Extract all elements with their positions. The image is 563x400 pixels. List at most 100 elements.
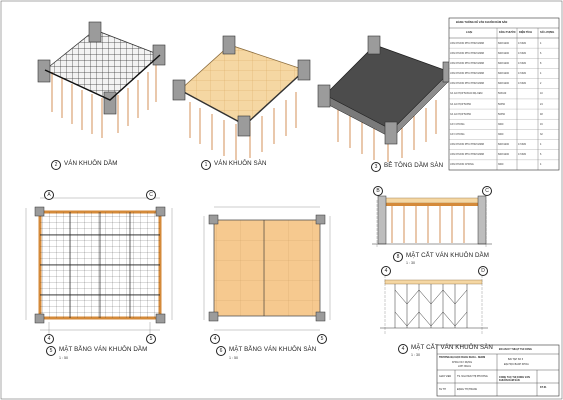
schedule-cell: 0.72M2 [518,82,526,86]
grid-bubble-sec-b: B [373,186,383,196]
view-scale-section-beam: 1 : 30 [406,261,415,265]
view-number-formwork-beam: 2 [51,160,61,170]
tb-project: ĐỒ ÁN KỸ THUẬT THI CÔNG [499,348,532,351]
view-title-concrete: BÊ TÔNG DẦM SÀN [384,162,444,169]
grid-bubble-slab-5: 5 [317,334,327,344]
schedule-cell: 600X1200 [498,153,509,157]
schedule-cell: 0.72M2 [518,143,526,147]
schedule-title: BẢNG THỐNG KÊ VÁN KHUÔN DẦM SÀN [456,21,508,24]
schedule-cell: 50X50 [498,102,505,106]
plan-slab-formwork [203,206,331,331]
schedule-cell: XÀ GỒ HỘP 50X50 [450,102,471,106]
schedule-header-qty: SỐ LƯỢNG [540,31,555,34]
schedule-cell: 0.72M2 [518,61,526,65]
schedule-cell: 50X100 [498,92,507,96]
view-title-formwork-beam: VÁN KHUÔN DẦM [64,160,118,167]
schedule-cell: 6 [540,51,542,55]
schedule-cell: 10 [540,92,543,96]
schedule-cell: 6 [540,153,542,157]
schedule-cell: 600X1200 [498,61,509,65]
schedule-header-type: LOẠI [466,31,473,34]
schedule-cell: VÁN KHUÔN PHỦ PHIM 18MM [450,153,484,157]
view-formwork-slab-3d [172,35,311,160]
view-concrete-3d [317,35,456,162]
tb-class: LỚP: 80LCL [458,365,472,368]
view-number-plan-beam: 5 [46,346,56,356]
schedule-cell: 8 [540,61,542,65]
tb-sheet-no: KT-01 [540,386,547,389]
view-number-section-beam: 8 [393,252,403,262]
schedule-cell: 4 [540,163,542,167]
view-formwork-beam-3d [37,21,166,138]
grid-bubble-c: C [146,190,156,200]
grid-bubble-a: A [44,190,54,200]
schedule-cell: 2 [540,82,542,86]
tb-subject: BÀI TẬP SỐ 3 [508,358,524,361]
schedule-cell: VÁN KHUÔN PHỦ PHIM 18MM [450,41,484,45]
schedule-cell: 48 [540,112,543,116]
schedule-cell: 3000 [498,163,504,167]
view-title-section-slab: MẶT CẮT VÁN KHUÔN SÀN [411,344,493,351]
schedule-cell: 4 [540,72,542,76]
view-number-concrete: 3 [371,162,381,172]
tb-university: TRƯỜNG ĐẠI HỌC BÁCH KHOA - NHÓM [439,356,486,359]
schedule-cell: VÁN KHUÔN CHỐNG [450,163,474,167]
schedule-table [448,17,560,171]
tb-student-label: SV TH [439,388,446,391]
schedule-cell: VÁN KHUÔN PHỦ PHIM 18MM [450,72,484,76]
title-block [436,344,560,397]
view-scale-section-slab: 1 : 30 [411,353,420,357]
schedule-cell: 3000 [498,122,504,126]
schedule-cell: 32 [540,132,543,136]
view-number-section-slab: 4 [398,344,408,354]
view-scale-plan-beam: 1 : 50 [59,356,68,360]
grid-bubble-5: 5 [146,334,156,344]
schedule-cell: 600X1200 [498,51,509,55]
schedule-cell: 16 [540,122,543,126]
schedule-cell: VÁN KHUÔN PHỦ PHIM 18MM [450,82,484,86]
schedule-cell: 50X50 [498,112,505,116]
view-title-plan-slab: MẶT BẰNG VÁN KHUÔN SÀN [229,346,317,353]
tb-faculty: KHOA XÂY DỰNG [452,361,473,364]
view-number-formwork-slab: 1 [201,160,211,170]
schedule-cell: 600X1200 [498,82,509,86]
tb-teacher-label: GIÁO VIÊN [439,375,452,378]
grid-bubble-4: 4 [44,334,54,344]
view-title-section-beam: MẶT CẮT VÁN KHUÔN DẦM [406,252,490,259]
schedule-cell: VÁN KHUÔN PHỦ PHIM 18MM [450,61,484,65]
schedule-cell: VÁN KHUÔN PHỦ PHIM 18MM [450,143,484,147]
tb-student-name: ĐẶNG THỊ TRANG [457,388,478,391]
schedule-cell: 24 [540,102,543,106]
view-number-plan-slab: 6 [216,346,226,356]
schedule-cell: 4 [540,143,542,147]
plan-beam-formwork [25,197,173,336]
view-title-formwork-slab: VÁN KHUÔN SÀN [214,160,267,167]
schedule-cell: 600X1200 [498,143,509,147]
grid-bubble-slab-4: 4 [210,334,220,344]
schedule-cell: 3000 [498,132,504,136]
schedule-cell: 600X1200 [498,41,509,45]
tb-teacher-name: TS. NGUYỄN THỊ PHƯƠNG [457,375,488,378]
schedule-cell: 0.72M2 [518,51,526,55]
schedule-header-size: KÍCH THƯỚC [499,31,516,34]
tb-subject-sub: ĐẠI HỌC BÁCH KHOA [504,363,529,366]
schedule-cell: 0.72M2 [518,153,526,157]
grid-bubble-sec-c: C [482,186,492,196]
section-beam-formwork [372,195,492,248]
schedule-cell: 4 [540,41,542,45]
schedule-cell: XÀ GỒ HỘP 50X100 MẠ KẼM [450,92,483,96]
section-slab-formwork [380,275,488,335]
schedule-header-area: DIỆN TÍCH [519,31,532,34]
view-title-plan-beam: MẶT BẰNG VÁN KHUÔN DẦM [59,346,148,353]
grid-bubble-sec-4: 4 [381,266,391,276]
schedule-cell: XÀ GỒ HỘP 50X50 [450,112,471,116]
view-scale-plan-slab: 1 : 50 [229,356,238,360]
schedule-cell: CÂY CHỐNG [450,122,465,126]
schedule-cell: 0.72M2 [518,72,526,76]
schedule-cell: VÁN KHUÔN PHỦ PHIM 18MM [450,51,484,55]
schedule-cell: 600X1200 [498,72,509,76]
tb-drawing-title: CÔNG TÁC THI CÔNG VÁN KHUÔN DẦM SÀN [499,376,530,382]
schedule-cell: 0.72M2 [518,41,526,45]
grid-bubble-sec-d: D [478,266,488,276]
